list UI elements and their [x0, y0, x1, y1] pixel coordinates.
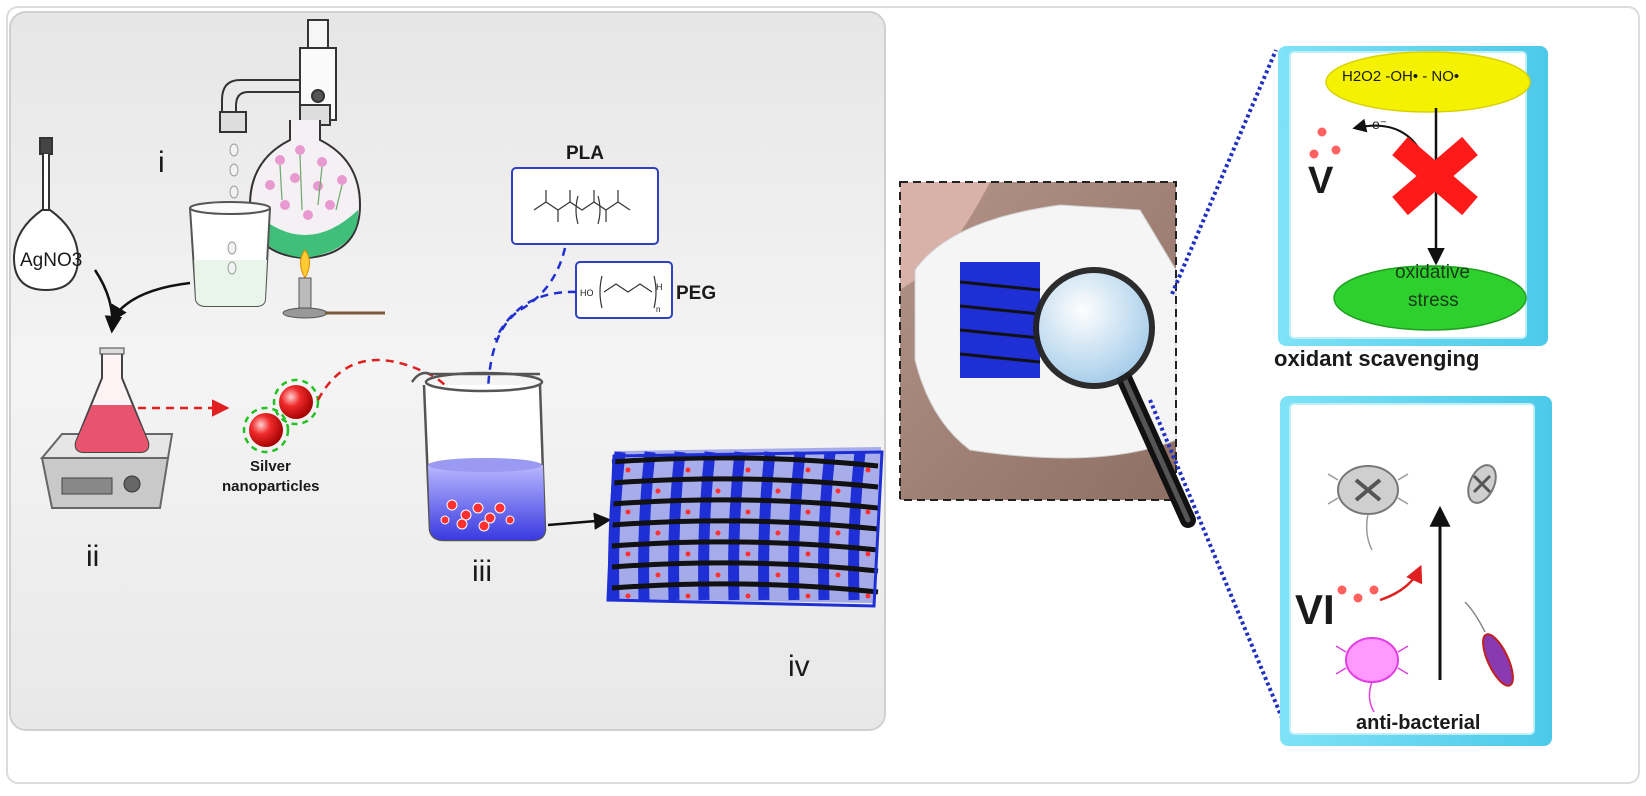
- oxidants-label: H2O2 -OH• - NO•: [1342, 68, 1460, 85]
- nanofiber-mat-icon: [606, 446, 884, 608]
- step-i-label: i: [158, 146, 165, 179]
- synthesis-panel: [9, 11, 886, 731]
- step-v-label: V: [1308, 160, 1334, 202]
- oxidant-scavenging-panel: [1278, 46, 1548, 346]
- bacteria-icon: [1327, 464, 1497, 551]
- svg-text:n: n: [656, 305, 660, 314]
- connector-top: [1170, 49, 1278, 295]
- red-cross-icon: [1392, 136, 1478, 216]
- peg-structure-box: HO H n: [575, 261, 673, 319]
- arrow-beaker-to-flask: [110, 281, 191, 323]
- silver-nanoparticles-icon: [242, 378, 320, 454]
- bunsen-burner-icon: [282, 249, 385, 319]
- silver-label-line1: Silver: [250, 458, 291, 475]
- svg-text:HO: HO: [580, 288, 594, 298]
- electron-label: e⁻: [1372, 116, 1388, 132]
- anti-bacterial-panel: [1280, 396, 1552, 746]
- peg-label: PEG: [676, 283, 717, 304]
- svg-text:H: H: [656, 282, 663, 292]
- magnifying-glass-icon: [1033, 267, 1196, 528]
- erlenmeyer-on-stirrer-icon: [39, 347, 174, 509]
- arrow-beaker-to-mat: [547, 512, 612, 530]
- arrow-agno3-to-flask: [93, 269, 123, 334]
- pla-label: PLA: [566, 143, 604, 164]
- beaker-icon: [189, 201, 271, 307]
- oxidative-label-line2: stress: [1408, 290, 1459, 311]
- pla-structure-box: [511, 167, 659, 245]
- step-vi-label: VI: [1295, 586, 1335, 633]
- oxidant-scavenging-label: oxidant scavenging: [1274, 346, 1480, 371]
- step-ii-label: ii: [86, 540, 100, 573]
- step-iii-label: iii: [472, 555, 492, 588]
- arrow-peg-to-beaker: [493, 290, 577, 341]
- agno3-label: AgNO3: [20, 250, 83, 271]
- condensate-drops: [229, 143, 239, 199]
- oxidative-label-line1: oxidative: [1395, 262, 1470, 283]
- mixing-beaker-icon: [410, 371, 547, 542]
- silver-label-line2: nanoparticles: [222, 478, 320, 495]
- step-iv-label: iv: [788, 650, 810, 683]
- volumetric-flask-icon: [12, 137, 80, 292]
- figure-frame: [6, 6, 1640, 784]
- anti-bacterial-label: anti-bacterial: [1356, 712, 1481, 734]
- bacteria-icon: [1335, 601, 1514, 713]
